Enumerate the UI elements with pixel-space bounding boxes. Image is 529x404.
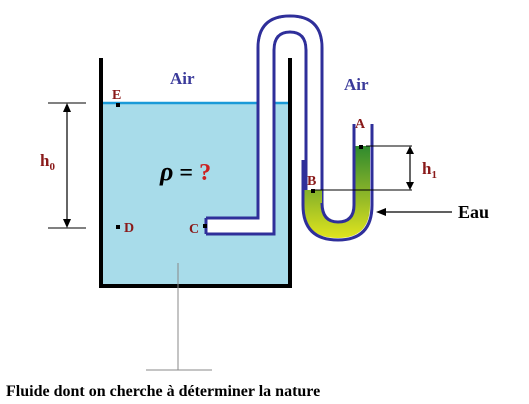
rho-symbol: ρ	[159, 157, 173, 186]
h1-label: h1	[422, 159, 437, 181]
manometer-outer-outline	[301, 124, 374, 242]
h1-label-main: h	[422, 159, 432, 178]
caption-text: Fluide dont on cherche à déterminer la n…	[6, 383, 320, 400]
h1-label-sub: 1	[431, 169, 437, 181]
h0-arrow-down-head	[63, 219, 71, 228]
point-marker-c	[203, 224, 207, 228]
tank-walls	[99, 58, 292, 288]
point-marker-e	[116, 103, 120, 107]
point-label-c: C	[189, 222, 199, 237]
eau-label: Eau	[458, 202, 489, 222]
tube-horizontal-fill	[206, 218, 274, 234]
h0-label: h0	[40, 151, 55, 173]
h0-label-main: h	[40, 151, 50, 170]
air-label-right: Air	[344, 75, 369, 94]
point-marker-d	[116, 225, 120, 229]
tube-outer-outline	[206, 14, 324, 220]
air-label-left: Air	[170, 69, 195, 88]
point-label-b: B	[307, 174, 316, 189]
point-label-e: E	[112, 88, 121, 103]
h1-arrow-down-head	[406, 182, 414, 190]
manometer-inner-outline	[320, 124, 356, 224]
h0-label-sub: 0	[49, 161, 55, 173]
h1-arrow-up-head	[406, 146, 414, 154]
point-label-d: D	[124, 221, 134, 236]
rho-expression: ρ = ?	[159, 157, 211, 186]
point-label-a: A	[355, 117, 366, 132]
eau-arrow-head	[376, 208, 386, 216]
point-marker-a	[359, 145, 363, 149]
rho-equals: =	[173, 160, 199, 186]
rho-question-mark: ?	[199, 160, 211, 186]
tube-inner-outline	[206, 30, 308, 236]
h0-arrow-up-head	[63, 103, 71, 112]
point-marker-b	[311, 189, 315, 193]
